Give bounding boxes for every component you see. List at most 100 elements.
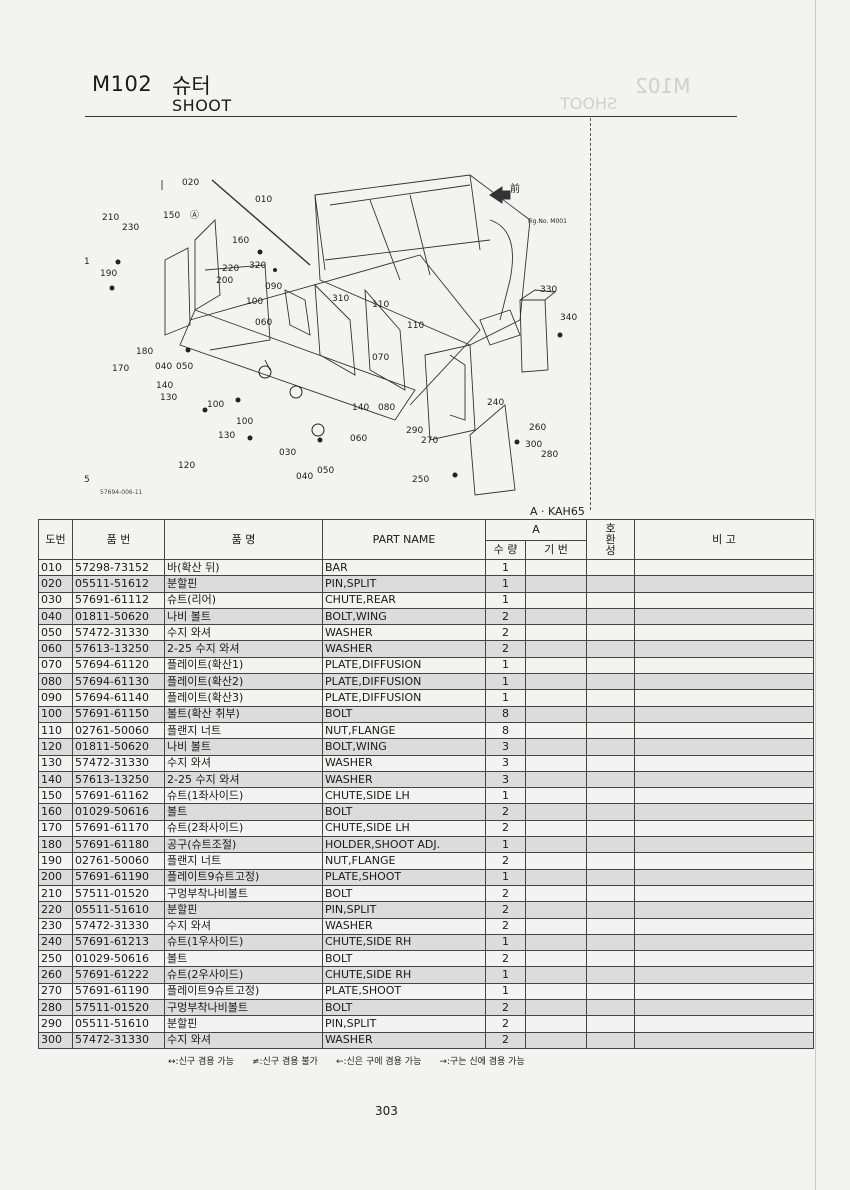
item-no-cell: 040: [38, 607, 73, 626]
compatibility-cell: [586, 803, 635, 821]
compatibility-cell: [586, 933, 635, 952]
quantity-cell: 2: [485, 640, 526, 658]
part-no-cell: 57472-31330: [72, 1031, 165, 1049]
part-name-cell: PLATE,DIFFUSION: [322, 673, 486, 691]
name-korean-cell: 슈트(2우사이드): [164, 966, 323, 984]
remarks-cell: [634, 852, 814, 870]
compatibility-cell: [586, 738, 635, 756]
remarks-cell: [634, 656, 814, 675]
item-no-cell: 100: [38, 705, 73, 723]
section-title-korean: 슈터: [172, 74, 211, 98]
part-name-cell: BOLT: [322, 999, 486, 1017]
remarks-cell: [634, 689, 814, 707]
item-no-cell: 020: [38, 575, 73, 593]
name-korean-cell: 플레이트(확산1): [164, 656, 323, 675]
compatibility-cell: [586, 868, 635, 886]
quantity-cell: 2: [485, 819, 526, 838]
part-no-cell: 57691-61213: [72, 933, 165, 952]
remarks-cell: [634, 917, 814, 935]
part-no-cell: 57691-61162: [72, 787, 165, 805]
base-no-cell: [525, 754, 587, 772]
part-name-cell: CHUTE,REAR: [322, 591, 486, 609]
part-name-cell: BOLT,WING: [322, 738, 486, 756]
callout-label: 040: [296, 472, 313, 482]
callout-label: 060: [350, 434, 367, 444]
name-korean-cell: 슈트(1우사이드): [164, 933, 323, 952]
base-no-cell: [525, 933, 587, 952]
base-no-cell: [525, 738, 587, 756]
callout-label: 040: [155, 362, 172, 372]
callout-label: 080: [378, 403, 395, 413]
compatibility-cell: [586, 852, 635, 870]
part-no-cell: 01029-50616: [72, 803, 165, 821]
part-no-cell: 05511-51610: [72, 901, 165, 919]
part-name-cell: CHUTE,SIDE LH: [322, 787, 486, 805]
callout-label: 320: [249, 261, 266, 271]
part-name-cell: WASHER: [322, 754, 486, 772]
quantity-cell: 1: [485, 836, 526, 854]
callout-label: 130: [218, 431, 235, 441]
chute-rear-drawing: [179, 309, 416, 421]
bar-drawing: [211, 179, 311, 266]
compatibility-cell: [586, 754, 635, 772]
diffusion-plate-drawing: [284, 289, 311, 336]
name-korean-cell: 수지 와셔: [164, 1031, 323, 1049]
name-korean-cell: 2-25 수지 와셔: [164, 640, 323, 658]
name-korean-cell: 구멍부착나비볼트: [164, 884, 323, 903]
remarks-cell: [634, 901, 814, 919]
base-no-cell: [525, 836, 587, 854]
header-part-no: 품 번: [72, 519, 165, 560]
quantity-cell: 2: [485, 884, 526, 903]
item-no-cell: 270: [38, 982, 73, 1001]
base-no-cell: [525, 1015, 587, 1033]
callout-label: 160: [232, 236, 249, 246]
part-no-cell: 01811-50620: [72, 607, 165, 626]
part-name-cell: CHUTE,SIDE RH: [322, 966, 486, 984]
compatibility-cell: [586, 689, 635, 707]
callout-label: 190: [100, 269, 117, 279]
compatibility-cell: [586, 836, 635, 854]
part-name-cell: BOLT: [322, 803, 486, 821]
part-no-cell: 57691-61150: [72, 705, 165, 723]
quantity-cell: 8: [485, 721, 526, 740]
base-no-cell: [525, 917, 587, 935]
quantity-cell: 3: [485, 738, 526, 756]
part-name-cell: WASHER: [322, 624, 486, 642]
callout-label: 260: [529, 423, 546, 433]
item-no-cell: 250: [38, 950, 73, 968]
remarks-cell: [634, 933, 814, 952]
callout-label: 120: [178, 461, 195, 471]
item-no-cell: 150: [38, 787, 73, 805]
part-name-cell: NUT,FLANGE: [322, 852, 486, 870]
name-korean-cell: 플레이트9슈트고정): [164, 868, 323, 886]
item-no-cell: 010: [38, 558, 73, 577]
remarks-cell: [634, 754, 814, 772]
item-no-cell: 190: [38, 852, 73, 870]
name-korean-cell: 플랜지 너트: [164, 721, 323, 740]
base-no-cell: [525, 819, 587, 838]
compatibility-cell: [586, 901, 635, 919]
item-no-cell: 300: [38, 1031, 73, 1049]
item-no-cell: 110: [38, 721, 73, 740]
section-title-english: SHOOT: [172, 96, 232, 115]
header-name-korean: 품 명: [164, 519, 323, 560]
compatibility-cell: [586, 1031, 635, 1049]
page-edge: [815, 0, 816, 1190]
name-korean-cell: 구멍부착나비볼트: [164, 999, 323, 1017]
callout-label: 180: [136, 347, 153, 357]
bleed-through-title: SHOOT: [560, 94, 618, 113]
part-no-cell: 57511-01520: [72, 999, 165, 1017]
